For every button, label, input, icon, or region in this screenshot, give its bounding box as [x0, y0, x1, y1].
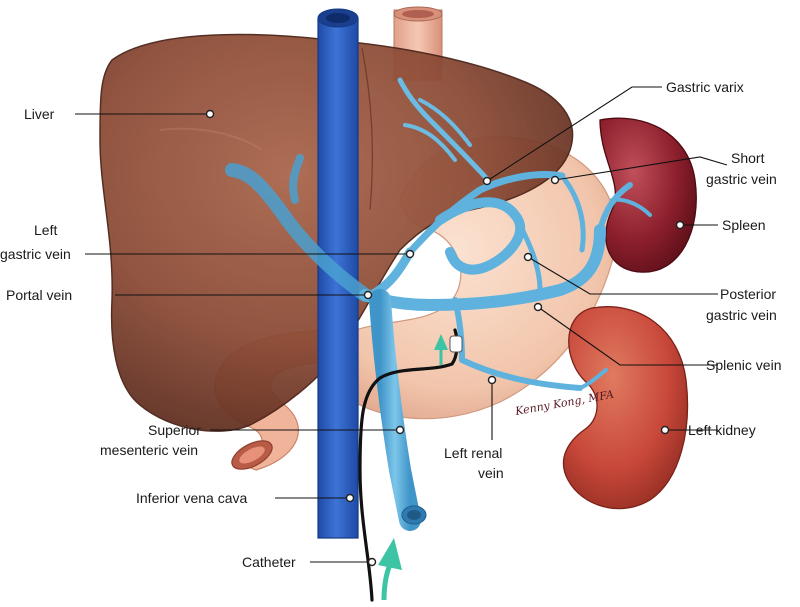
- label-short-gastric-vein-line1: Short: [731, 150, 765, 166]
- label-superior-mesenteric-vein-line1: Superior: [148, 422, 201, 438]
- label-spleen: Spleen: [722, 217, 766, 233]
- label-left-renal-vein-line1: Left renal: [444, 445, 502, 461]
- esophagus: [393, 6, 443, 81]
- superior-mesenteric-vein: [369, 289, 427, 531]
- label-inferior-vena-cava: Inferior vena cava: [136, 490, 247, 506]
- flow-arrows: [378, 334, 448, 601]
- portal-venous-system: [225, 77, 652, 391]
- label-gastric-varix: Gastric varix: [666, 79, 744, 95]
- label-left-gastric-vein-line1: Left: [34, 222, 57, 238]
- label-left-gastric-vein-line2: gastric vein: [0, 246, 71, 262]
- label-left-kidney: Left kidney: [688, 422, 756, 438]
- spleen: [599, 117, 697, 273]
- leader-dots: [205, 109, 685, 567]
- label-left-renal-vein-line2: vein: [478, 465, 504, 481]
- label-posterior-gastric-vein-line2: gastric vein: [706, 307, 777, 323]
- leader-lines: [75, 86, 728, 563]
- label-portal-vein: Portal vein: [6, 287, 72, 303]
- labels: Liver Left gastric vein Portal vein Supe…: [0, 79, 782, 570]
- label-catheter: Catheter: [242, 554, 296, 570]
- label-liver: Liver: [24, 106, 55, 122]
- label-short-gastric-vein-line2: gastric vein: [706, 171, 777, 187]
- label-posterior-gastric-vein-line1: Posterior: [720, 286, 776, 302]
- label-splenic-vein: Splenic vein: [706, 357, 782, 373]
- catheter: [358, 328, 463, 602]
- label-superior-mesenteric-vein-line2: mesenteric vein: [100, 442, 198, 458]
- left-kidney: [562, 306, 689, 510]
